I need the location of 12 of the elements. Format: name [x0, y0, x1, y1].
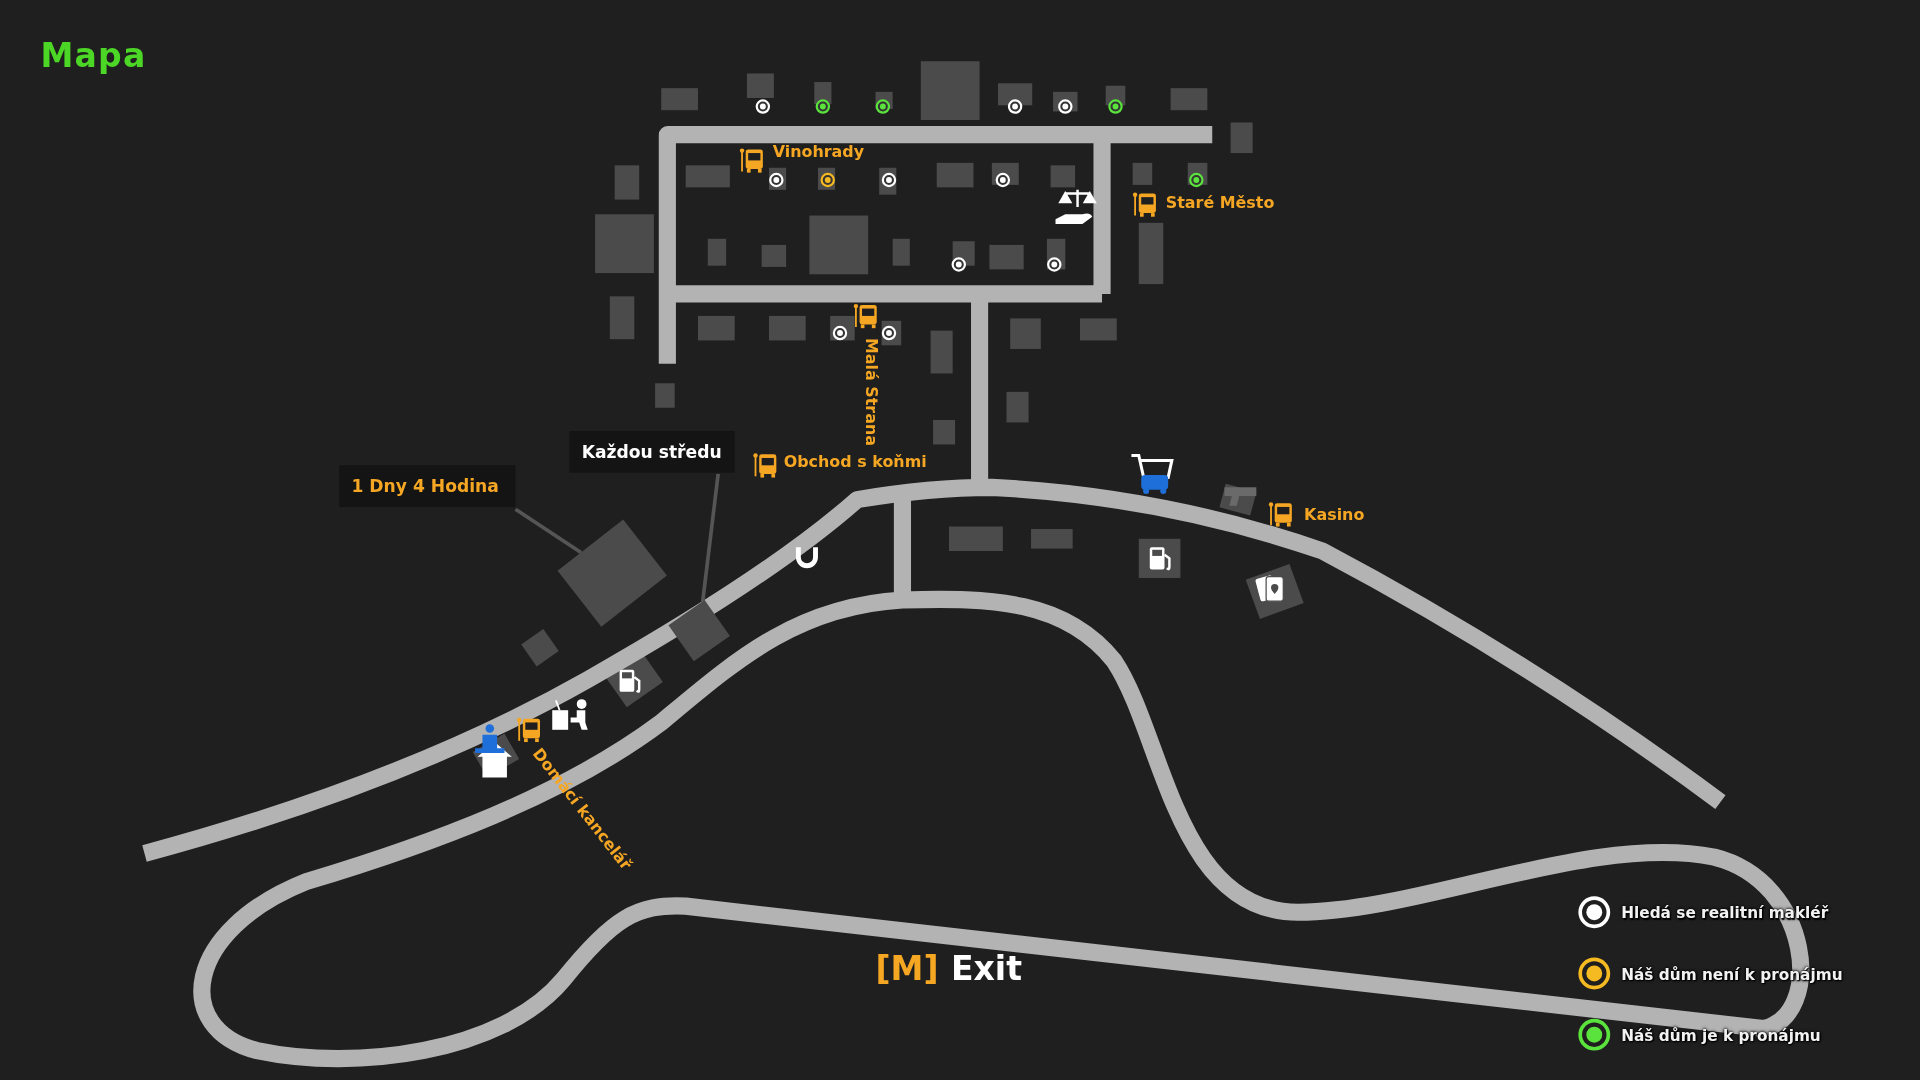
- exit-label: Exit: [950, 949, 1022, 989]
- place-label: Vinohrady: [772, 142, 865, 162]
- leader-line: [514, 507, 582, 554]
- place-label: Malá Strana: [861, 337, 881, 447]
- callout-label: 1 Dny 4 Hodina: [339, 465, 516, 507]
- place-label: Obchod s koňmi: [783, 451, 927, 472]
- place-label: Staré Město: [1165, 193, 1275, 214]
- callout-label: Každou středu: [569, 431, 735, 473]
- place-label: Kasino: [1304, 505, 1365, 526]
- map-title: Mapa: [40, 36, 147, 75]
- leader-line: [700, 473, 720, 602]
- key-hint: [M]: [875, 949, 939, 989]
